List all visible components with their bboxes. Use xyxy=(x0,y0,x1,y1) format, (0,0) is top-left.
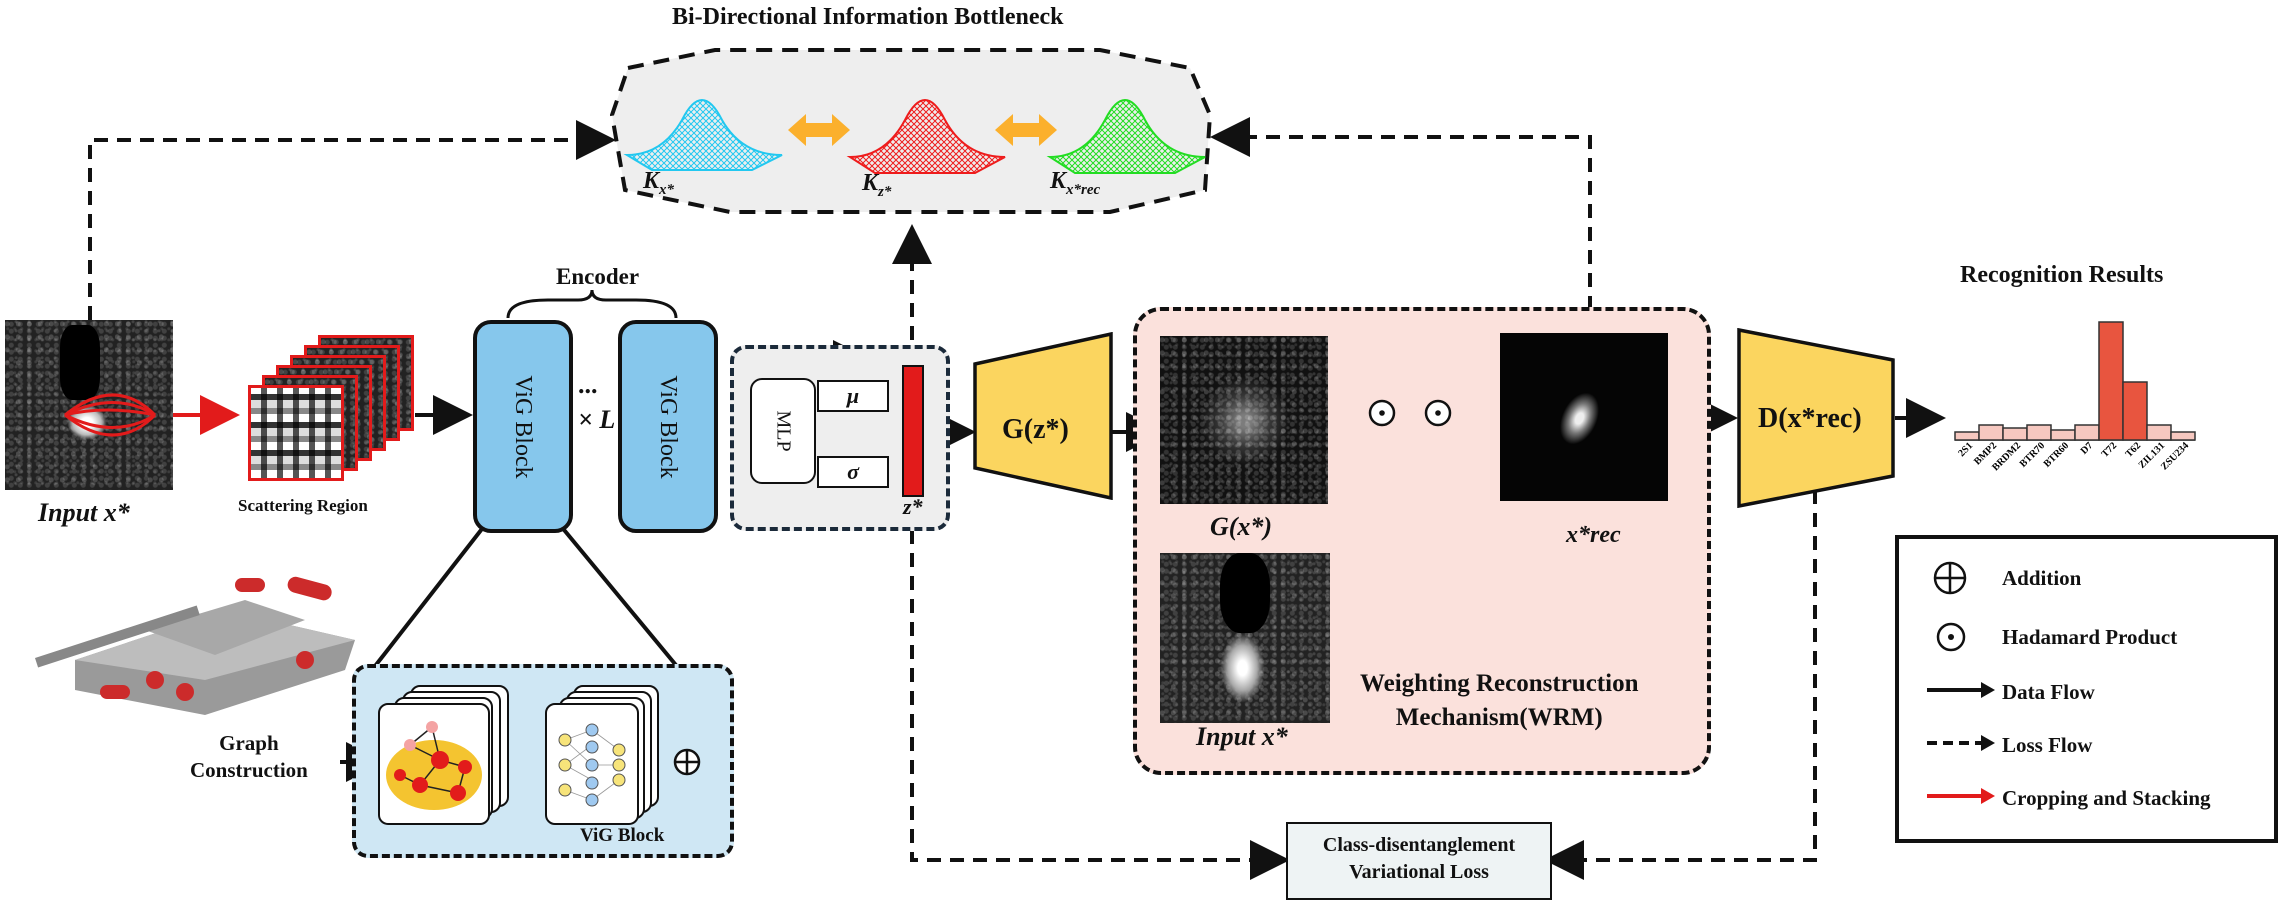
bar-label: T62 xyxy=(2124,440,2144,460)
xrec-image xyxy=(1500,333,1668,501)
bar-t72 xyxy=(2098,321,2124,441)
mlp-card-stack xyxy=(545,685,659,825)
z-label: z* xyxy=(903,494,923,519)
wrm-title: Weighting Reconstruction Mechanism(WRM) xyxy=(1360,670,1639,731)
gaussian-kz-icon xyxy=(846,99,1006,174)
sigma-box: σ xyxy=(817,456,889,488)
bar-bmp2 xyxy=(1978,424,2004,441)
double-arrow-icon xyxy=(995,114,1057,146)
bar-t62 xyxy=(2122,381,2148,441)
cropping-arrow-icon xyxy=(1927,788,1995,804)
addition-icon xyxy=(673,748,701,776)
times-l: × L xyxy=(578,405,616,434)
bar-d7 xyxy=(2074,424,2100,441)
kernel-label-z: Kz* xyxy=(862,170,892,200)
input-sar-image xyxy=(5,320,173,490)
bar-2s1 xyxy=(1954,431,1980,441)
bar-btr60 xyxy=(2050,429,2076,441)
vig-detail-label: ViG Block xyxy=(580,825,665,846)
discriminator-block xyxy=(1737,328,1895,508)
gaussian-kx-icon xyxy=(623,99,783,171)
legend-cropping: Cropping and Stacking xyxy=(2002,786,2211,810)
bar-label: BTR70 xyxy=(2018,440,2047,469)
bar-label: BTR60 xyxy=(2042,440,2071,469)
gx-label: G(x*) xyxy=(1210,512,1273,541)
mu-box: μ xyxy=(817,380,889,412)
gaussian-kxrec-icon xyxy=(1046,99,1206,174)
ellipsis: ... xyxy=(578,370,598,399)
bar-label: T72 xyxy=(2100,440,2120,460)
wrm-input-image xyxy=(1160,553,1330,723)
hadamard-icon xyxy=(1936,622,1966,652)
hadamard-icon xyxy=(1368,399,1396,427)
recognition-title: Recognition Results xyxy=(1960,262,2164,288)
diagram-title: Bi-Directional Information Bottleneck xyxy=(672,4,1064,30)
double-arrow-icon xyxy=(788,114,850,146)
bar-label: 2S1 xyxy=(1956,440,1975,459)
generator-label: G(z*) xyxy=(1002,414,1069,445)
bar-zsu234 xyxy=(2170,431,2196,441)
input-label: Input x* xyxy=(38,498,130,527)
graph-card-stack xyxy=(378,685,509,825)
vig-block-1: ViG Block xyxy=(473,320,573,533)
gx-image xyxy=(1160,336,1328,504)
hadamard-icon xyxy=(1424,399,1452,427)
loss-flow-arrow-icon xyxy=(1927,735,1995,751)
z-vector xyxy=(902,365,924,497)
generator-block xyxy=(973,332,1113,500)
graph-construction-label: Graph Construction xyxy=(190,731,308,783)
bar-brdm2 xyxy=(2002,427,2028,441)
scattering-stack xyxy=(248,335,428,485)
addition-icon xyxy=(1933,561,1967,595)
loss-box: Class-disentanglement Variational Loss xyxy=(1286,822,1552,900)
kernel-label-xrec: Kx*rec xyxy=(1050,168,1101,198)
tank-image xyxy=(35,576,355,715)
xrec-label: x*rec xyxy=(1566,522,1621,548)
discriminator-label: D(x*rec) xyxy=(1758,403,1862,434)
legend-addition: Addition xyxy=(2002,566,2082,590)
encoder-label: Encoder xyxy=(556,264,640,289)
legend-hadamard: Hadamard Product xyxy=(2002,625,2178,649)
data-flow-arrow-icon xyxy=(1927,682,1995,698)
legend-data-flow: Data Flow xyxy=(2002,680,2095,704)
mlp-box: MLP xyxy=(750,378,816,484)
scattering-label: Scattering Region xyxy=(238,496,368,515)
wrm-input-label: Input x* xyxy=(1196,722,1288,751)
vig-block-2: ViG Block xyxy=(618,320,718,533)
bar-zil131 xyxy=(2146,424,2172,441)
legend-loss-flow: Loss Flow xyxy=(2002,733,2093,757)
bar-btr70 xyxy=(2026,424,2052,441)
bar-label: D7 xyxy=(2079,440,2095,456)
kernel-label-x: Kx* xyxy=(643,168,675,198)
